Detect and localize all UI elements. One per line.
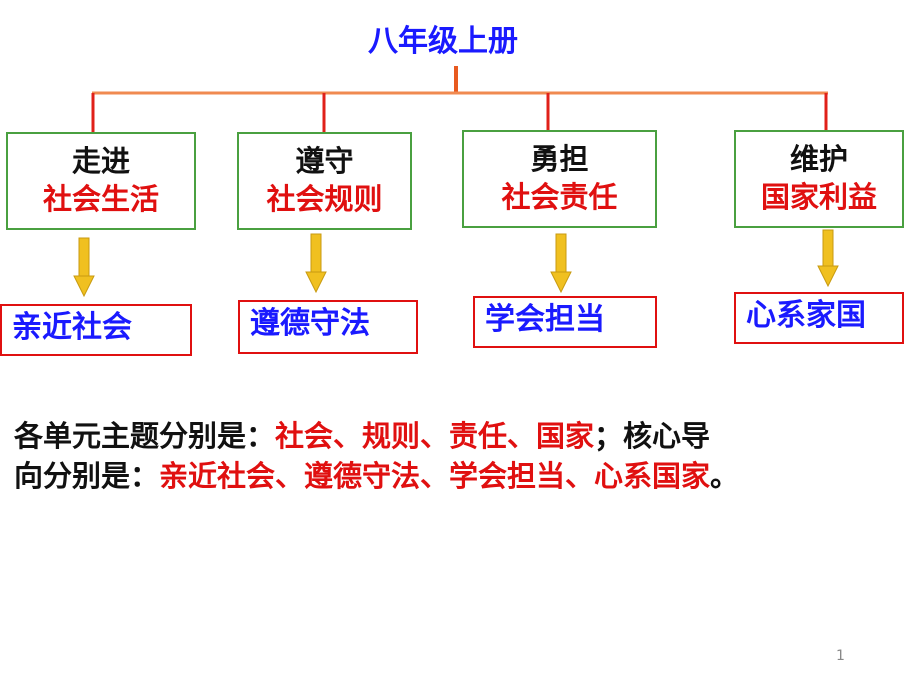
down-arrow-3: [550, 233, 572, 294]
unit-verb: 遵守: [295, 144, 354, 178]
unit-topic: 社会规则: [266, 182, 383, 216]
summary-line1-highlight: 社会、规则、责任、国家: [275, 419, 595, 453]
unit-verb: 勇担: [530, 142, 589, 176]
down-arrow-4: [817, 229, 839, 288]
summary-line2-prefix: 向分别是：: [14, 459, 160, 493]
unit-box-1: 走进 社会生活: [6, 132, 196, 230]
unit-topic: 国家利益: [760, 180, 877, 214]
summary-line1-prefix: 各单元主题分别是：: [14, 419, 276, 453]
unit-verb: 走进: [71, 144, 130, 178]
unit-box-2: 遵守 社会规则: [237, 132, 412, 230]
diagram-title: 八年级上册: [368, 24, 518, 59]
goal-box-3: 学会担当: [473, 296, 657, 348]
unit-topic: 社会责任: [501, 180, 618, 214]
summary-line2-suffix: 。: [710, 459, 740, 493]
summary-line-2: 向分别是：亲近社会、遵德守法、学会担当、心系国家。: [14, 456, 894, 496]
down-arrow-1: [73, 237, 95, 298]
unit-topic: 社会生活: [42, 182, 159, 216]
unit-box-4: 维护 国家利益: [734, 130, 904, 228]
page-number: 1: [836, 648, 845, 664]
goal-box-4: 心系家国: [734, 292, 904, 344]
unit-box-3: 勇担 社会责任: [462, 130, 657, 228]
goal-box-1: 亲近社会: [0, 304, 192, 356]
summary-line-1: 各单元主题分别是：社会、规则、责任、国家；核心导: [14, 416, 894, 456]
summary-line2-highlight: 亲近社会、遵德守法、学会担当、心系国家: [159, 459, 711, 493]
goal-box-2: 遵德守法: [238, 300, 418, 354]
down-arrow-2: [305, 233, 327, 294]
summary-line1-suffix: ；核心导: [594, 419, 711, 453]
summary-text: 各单元主题分别是：社会、规则、责任、国家；核心导 向分别是：亲近社会、遵德守法、…: [14, 416, 894, 496]
unit-verb: 维护: [789, 142, 848, 176]
